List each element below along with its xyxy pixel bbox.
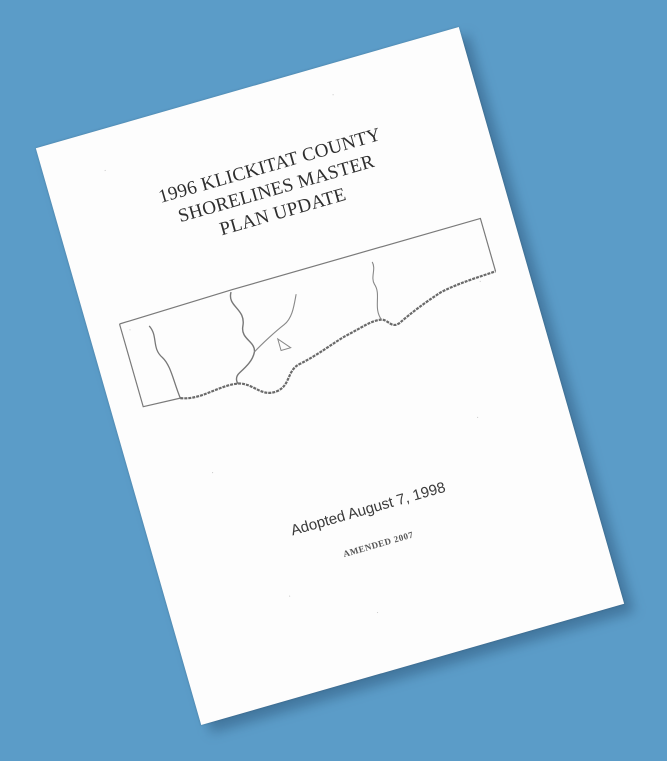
paper-speck <box>211 471 214 474</box>
paper-speck <box>376 611 379 614</box>
paper-speck <box>332 94 334 96</box>
document-page: 1996 KLICKITAT COUNTY SHORELINES MASTER … <box>35 26 625 726</box>
paper-speck <box>104 169 106 172</box>
county-map-icon <box>118 217 497 408</box>
paper-speck <box>289 595 291 597</box>
paper-speck <box>477 416 479 419</box>
